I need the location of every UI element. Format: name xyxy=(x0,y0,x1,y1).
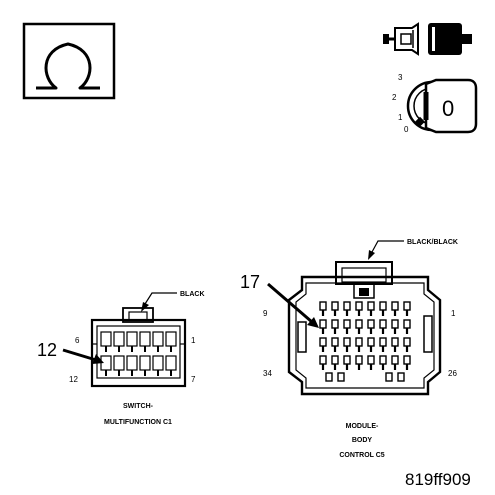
ohm-symbol xyxy=(36,42,100,90)
module-body-control-connector: BLACK/BLACK xyxy=(240,239,458,459)
connector-disconnect-icon xyxy=(383,22,472,56)
module-pin-label-26: 26 xyxy=(448,369,457,378)
module-title-line2: BODY xyxy=(352,437,373,444)
module-lock-color-label: BLACK/BLACK xyxy=(407,239,458,246)
module-pin-label-9: 9 xyxy=(263,309,268,318)
switch-callout-pin: 12 xyxy=(37,340,57,360)
switch-lock-color-label: BLACK xyxy=(180,291,205,298)
module-pin-label-1: 1 xyxy=(451,309,456,318)
switch-pin-label-7: 7 xyxy=(191,375,196,384)
module-title-line3: CONTROL C5 xyxy=(339,452,384,459)
switch-pin-label-12: 12 xyxy=(69,375,78,384)
switch-pin-label-1: 1 xyxy=(191,336,196,345)
ignition-pos-0: 0 xyxy=(404,125,409,134)
figure-id: 819ff909 xyxy=(405,470,471,489)
module-pin-label-34: 34 xyxy=(263,369,272,378)
ignition-pos-3: 3 xyxy=(398,73,403,82)
switch-multifunction-connector: BLACK 6 1 xyxy=(37,291,205,426)
switch-title-line2: MULTIFUNCTION C1 xyxy=(104,419,172,426)
module-title-line1: MODULE- xyxy=(346,423,379,430)
module-callout-pin: 17 xyxy=(240,272,260,292)
ohm-symbol-box xyxy=(22,22,116,100)
ignition-key-label: 0 xyxy=(442,96,454,121)
module-terminal-grid xyxy=(319,301,411,382)
ignition-key-icon: 3 2 1 0 0 xyxy=(392,73,478,134)
switch-cavities-row-1 xyxy=(100,331,177,347)
switch-cavities-row-2 xyxy=(100,355,177,371)
switch-title-line1: SWITCH- xyxy=(123,403,154,410)
ignition-pos-1: 1 xyxy=(398,113,403,122)
ignition-pos-2: 2 xyxy=(392,93,397,102)
switch-pin-label-6: 6 xyxy=(75,336,80,345)
